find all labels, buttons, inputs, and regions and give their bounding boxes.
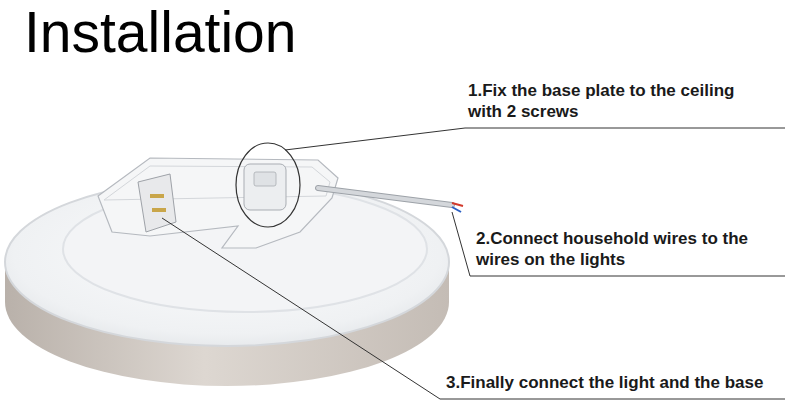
- base-plate: [98, 158, 338, 248]
- highlight-circle: [236, 143, 300, 227]
- power-cable: [318, 188, 463, 212]
- callout-text: 3.Finally connect the light and the base: [446, 372, 791, 393]
- page-title: Installation: [24, 2, 297, 62]
- callout-text: 2.Connect household wires to the wires o…: [476, 228, 771, 270]
- leader-lines: [162, 128, 785, 399]
- callout-text: 1.Fix the base plate to the ceiling with…: [468, 80, 753, 122]
